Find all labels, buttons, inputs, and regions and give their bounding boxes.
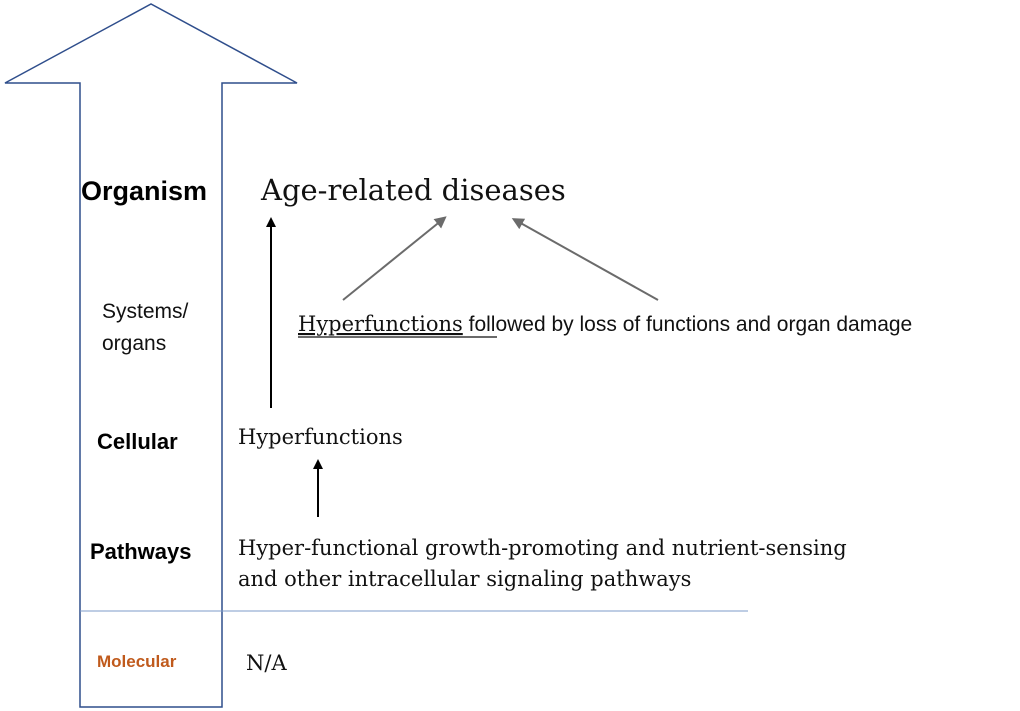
cellular-content-text: Hyperfunctions bbox=[238, 425, 403, 449]
hierarchy-arrow-frame bbox=[4, 3, 298, 708]
level-organism-label: Organism bbox=[81, 176, 207, 206]
systems-to-organism-arrow-left bbox=[342, 216, 447, 301]
systems-content-rest: followed by loss of functions and organ … bbox=[463, 313, 912, 336]
systems-content-text: Hyperfunctions followed by loss of funct… bbox=[298, 312, 912, 336]
level-molecular-label: Molecular bbox=[97, 652, 177, 671]
level-pathways-label: Pathways bbox=[90, 539, 192, 564]
molecular-content-text: N/A bbox=[246, 651, 287, 675]
pathways-content-line2: and other intracellular signaling pathwa… bbox=[238, 567, 691, 591]
systems-content-underlined: Hyperfunctions bbox=[298, 312, 463, 336]
organism-content-text: Age-related diseases bbox=[260, 173, 566, 207]
pathways-content-line1: Hyper-functional growth-promoting and nu… bbox=[238, 536, 847, 560]
systems-to-organism-arrow-right bbox=[511, 218, 659, 301]
level-systems-label-line2: organs bbox=[102, 332, 166, 355]
level-systems-label-line1: Systems/ bbox=[102, 300, 189, 323]
level-cellular-label: Cellular bbox=[97, 429, 178, 454]
